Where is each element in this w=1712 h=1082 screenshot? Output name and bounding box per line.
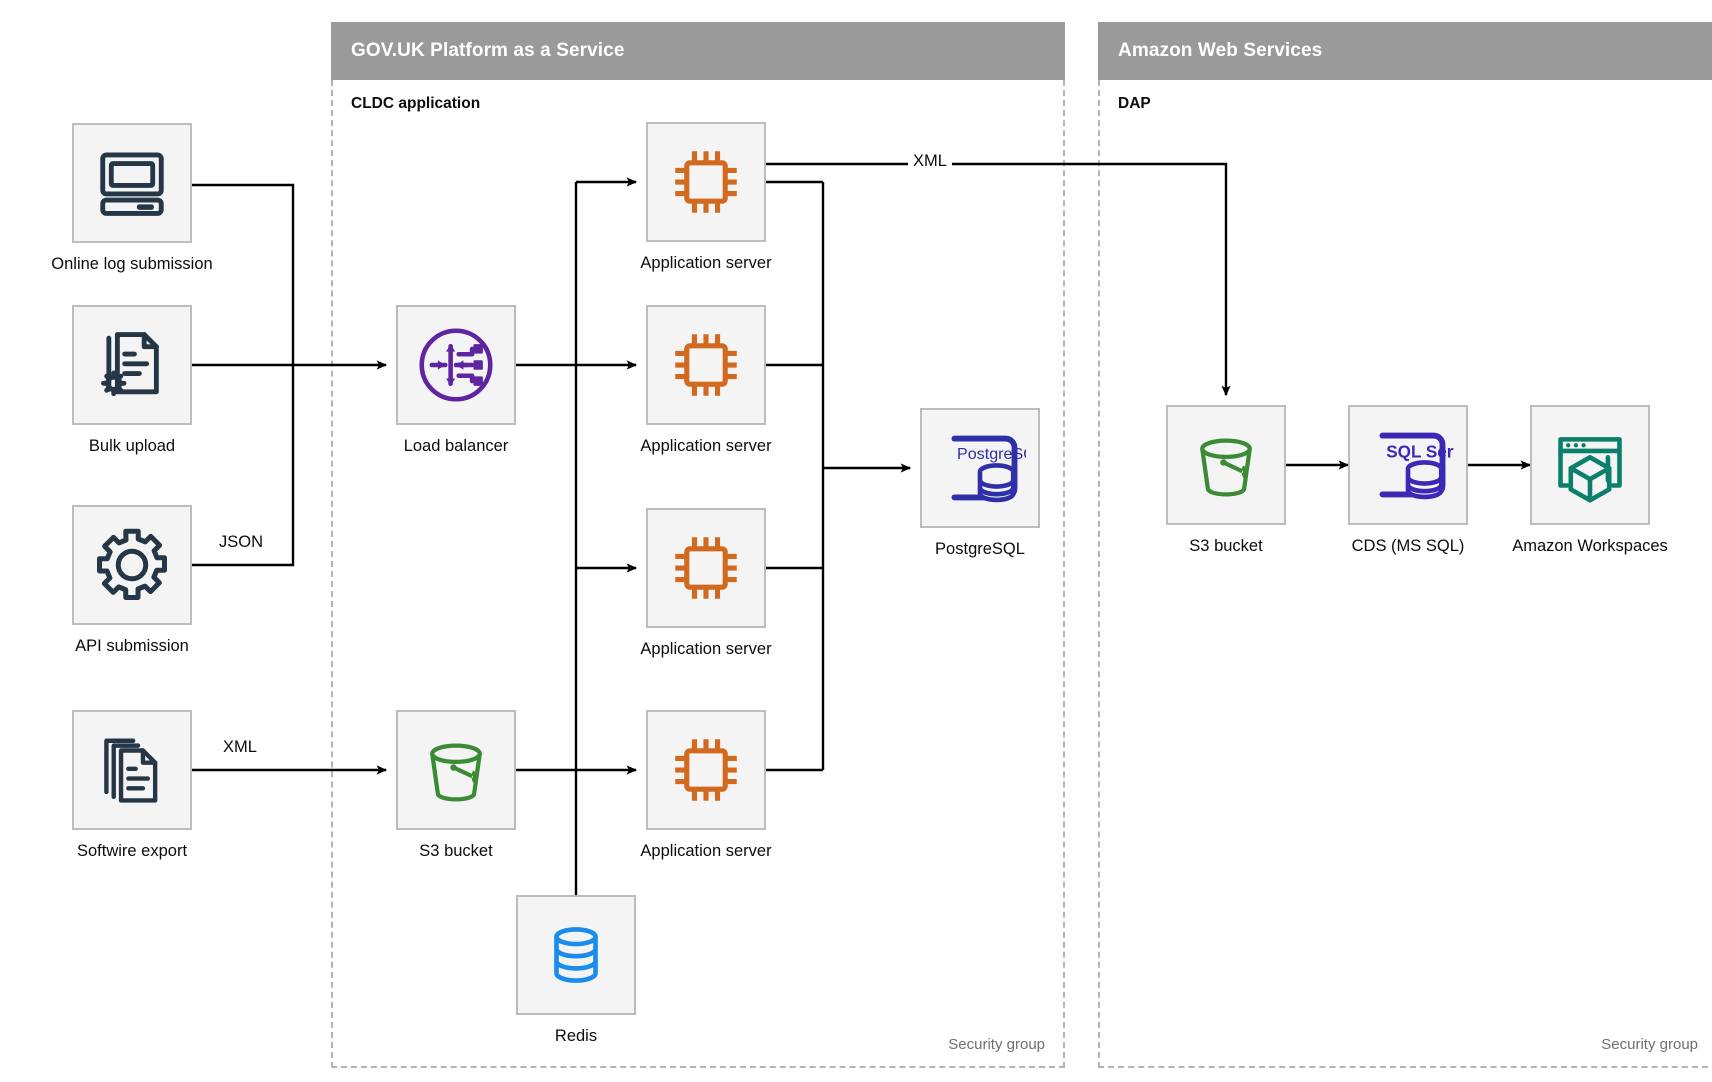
xml-export-edge-label: XML bbox=[908, 152, 952, 171]
group-box-aws bbox=[1098, 80, 1712, 1068]
node-load-balancer[interactable]: Load balancer bbox=[396, 305, 516, 455]
node-s3-bucket-paas[interactable]: S3 bucket bbox=[396, 710, 516, 860]
bulk-upload-label: Bulk upload bbox=[88, 437, 176, 455]
node-amazon-workspaces[interactable]: Amazon Workspaces bbox=[1512, 405, 1668, 555]
load-balancer-label: Load balancer bbox=[403, 437, 509, 455]
s3-bucket-aws-label: S3 bucket bbox=[1189, 537, 1263, 555]
redis-tile bbox=[516, 895, 636, 1015]
app-server-1-tile bbox=[646, 122, 766, 242]
redis-label: Redis bbox=[554, 1027, 598, 1045]
database-cylinder-icon bbox=[554, 927, 598, 983]
app-server-1-label: Application server bbox=[640, 254, 772, 272]
node-bulk-upload[interactable]: Bulk upload bbox=[72, 305, 192, 455]
group-header-aws: Amazon Web Services bbox=[1098, 22, 1712, 80]
app-server-3-label: Application server bbox=[640, 640, 772, 658]
softwire-export-label: Softwire export bbox=[76, 842, 188, 860]
node-redis[interactable]: Redis bbox=[516, 895, 636, 1045]
online-log-submission-tile bbox=[72, 123, 192, 243]
document-gear-icon bbox=[101, 332, 159, 397]
load-balancer-icon bbox=[419, 328, 493, 402]
group-subtitle-cldc: CLDC application bbox=[351, 95, 481, 112]
document-stack-icon bbox=[104, 738, 158, 803]
softwire-export-tile bbox=[72, 710, 192, 830]
s3-bucket-paas-tile bbox=[396, 710, 516, 830]
node-softwire-export[interactable]: Softwire export bbox=[72, 710, 192, 860]
node-api-submission[interactable]: API submission bbox=[72, 505, 192, 655]
group-footer-paas: Security group bbox=[948, 1036, 1045, 1053]
group-subtitle-dap: DAP bbox=[1118, 95, 1151, 112]
api-submission-tile bbox=[72, 505, 192, 625]
cpu-chip-icon bbox=[675, 151, 737, 213]
node-online-log-submission[interactable]: Online log submission bbox=[51, 123, 213, 273]
group-box-paas bbox=[331, 80, 1065, 1068]
group-footer-aws: Security group bbox=[1601, 1036, 1698, 1053]
cpu-chip-icon bbox=[675, 537, 737, 599]
bulk-upload-tile bbox=[72, 305, 192, 425]
s3-bucket-paas-label: S3 bucket bbox=[419, 842, 493, 860]
online-log-submission-label: Online log submission bbox=[51, 255, 213, 273]
bucket-icon bbox=[1200, 438, 1252, 497]
node-cds-ms-sql[interactable]: SQL Server CDS (MS SQL) bbox=[1348, 405, 1468, 555]
bucket-icon bbox=[430, 743, 482, 802]
node-postgresql[interactable]: PostgreSQL PostgreSQL bbox=[920, 408, 1040, 558]
json-edge-label: JSON bbox=[214, 533, 269, 552]
postgresql-icon: PostgreSQL bbox=[951, 435, 1026, 503]
cds-ms-sql-label: CDS (MS SQL) bbox=[1351, 537, 1465, 555]
group-header-paas: GOV.UK Platform as a Service bbox=[331, 22, 1065, 80]
postgresql-badge-text: PostgreSQL bbox=[957, 445, 1026, 463]
group-header-paas-label: GOV.UK Platform as a Service bbox=[351, 40, 625, 61]
cpu-chip-icon bbox=[675, 334, 737, 396]
amazon-workspaces-tile bbox=[1530, 405, 1650, 525]
sql-server-badge-text: SQL Server bbox=[1386, 442, 1454, 461]
app-server-4-label: Application server bbox=[640, 842, 772, 860]
postgresql-tile: PostgreSQL bbox=[920, 408, 1040, 528]
postgresql-label: PostgreSQL bbox=[935, 540, 1025, 558]
group-header-aws-label: Amazon Web Services bbox=[1118, 40, 1323, 61]
load-balancer-tile bbox=[396, 305, 516, 425]
gear-icon bbox=[97, 528, 167, 600]
workspaces-cube-icon bbox=[1558, 437, 1622, 503]
app-server-4-tile bbox=[646, 710, 766, 830]
desktop-computer-icon bbox=[100, 152, 164, 216]
app-server-2-tile bbox=[646, 305, 766, 425]
sql-server-icon: SQL Server bbox=[1379, 432, 1454, 500]
xml-source-edge-label: XML bbox=[218, 738, 262, 757]
s3-bucket-aws-tile bbox=[1166, 405, 1286, 525]
node-app-server-3[interactable]: Application server bbox=[640, 508, 772, 658]
cds-ms-sql-tile: SQL Server bbox=[1348, 405, 1468, 525]
app-server-2-label: Application server bbox=[640, 437, 772, 455]
amazon-workspaces-label: Amazon Workspaces bbox=[1512, 537, 1668, 555]
node-s3-bucket-aws[interactable]: S3 bucket bbox=[1166, 405, 1286, 555]
app-server-3-tile bbox=[646, 508, 766, 628]
node-app-server-2[interactable]: Application server bbox=[640, 305, 772, 455]
api-submission-label: API submission bbox=[75, 637, 189, 655]
cpu-chip-icon bbox=[675, 739, 737, 801]
node-app-server-4[interactable]: Application server bbox=[640, 710, 772, 860]
node-app-server-1[interactable]: Application server bbox=[640, 122, 772, 272]
